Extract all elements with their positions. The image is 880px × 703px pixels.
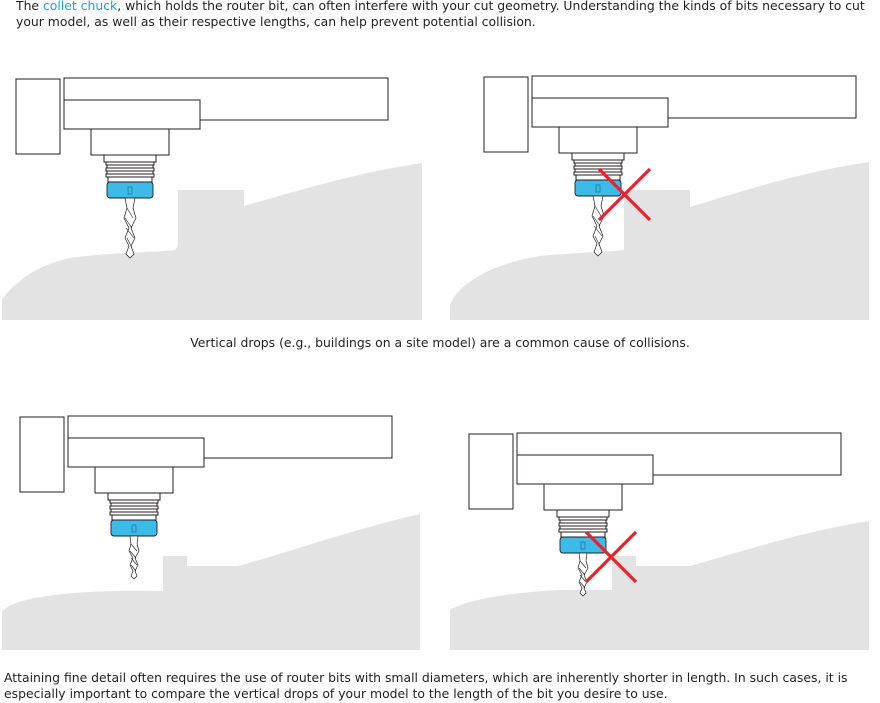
intro-text-end: , which holds the router bit, can often … [16,0,865,29]
intro-text-start: The [16,0,43,13]
intro-paragraph: The collet chuck, which holds the router… [16,0,876,30]
caption-vertical-drops: Vertical drops (e.g., buildings on a sit… [190,335,690,350]
panel-bottom-left [2,415,420,650]
panel-bottom-right [450,432,869,650]
router-bit-bottom-left [128,535,140,580]
router-bit-bottom-right [577,552,589,597]
panel-top-right [450,75,869,320]
collet-chuck-link[interactable]: collet chuck [42,0,118,13]
router-bit-top-right [591,195,605,257]
panel-top-left [2,77,422,320]
router-bit-top-left [123,197,137,259]
caption-fine-detail: Attaining fine detail often requires the… [4,670,848,701]
